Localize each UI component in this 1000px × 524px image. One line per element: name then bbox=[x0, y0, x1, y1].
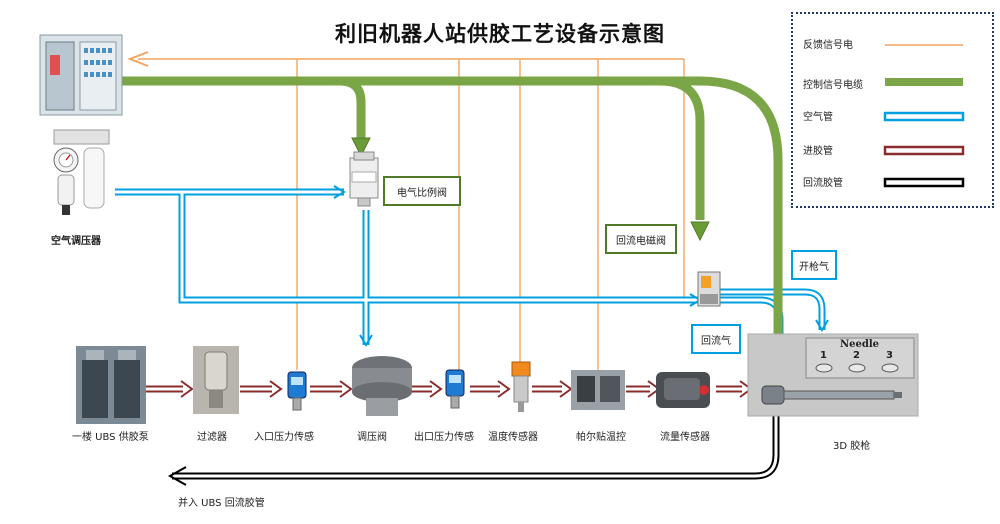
air-regulator-label: 空气调压器 bbox=[51, 236, 101, 247]
return-line-label: 并入 UBS 回流胶管 bbox=[178, 498, 265, 509]
flow-sensor-label: 流量传感器 bbox=[660, 432, 710, 443]
gun-air-label: 开枪气 bbox=[791, 250, 837, 280]
glue-gun-label: 3D 胶枪 bbox=[833, 441, 871, 452]
control-cabinet bbox=[39, 34, 123, 116]
flow-sensor-device bbox=[656, 372, 710, 408]
inlet-sensor-label: 入口压力传感 bbox=[254, 432, 314, 443]
inlet-pressure-sensor-device bbox=[287, 371, 307, 411]
feedback-signal-lines bbox=[138, 58, 685, 370]
legend-label-feedback: 反馈信号电 bbox=[803, 40, 853, 51]
glue-return-line bbox=[167, 410, 780, 486]
air-pipes bbox=[115, 185, 829, 358]
needle-number-3: 3 bbox=[886, 350, 893, 361]
proportional-valve-label: 电气比例阀 bbox=[383, 176, 461, 206]
temp-sensor-label: 温度传感器 bbox=[488, 432, 538, 443]
pressure-regulator-label: 调压阀 bbox=[357, 432, 387, 443]
legend-swatches bbox=[883, 44, 965, 188]
pump-device bbox=[76, 346, 146, 424]
peltier-device bbox=[571, 370, 625, 410]
glue-gun-panel bbox=[747, 333, 919, 417]
pressure-regulator-device bbox=[352, 356, 412, 416]
air-regulator-device bbox=[53, 129, 110, 215]
temperature-sensor-device bbox=[511, 361, 531, 412]
legend-label-air: 空气管 bbox=[803, 112, 833, 123]
diagram-title: 利旧机器人站供胶工艺设备示意图 bbox=[335, 21, 665, 46]
control-cables bbox=[122, 76, 783, 345]
legend-label-control: 控制信号电缆 bbox=[803, 80, 863, 91]
proportional-valve-device bbox=[349, 151, 379, 207]
return-air-label: 回流气 bbox=[691, 324, 741, 354]
return-solenoid-label: 回流电磁阀 bbox=[605, 224, 677, 254]
peltier-label: 帕尔贴温控 bbox=[576, 432, 626, 443]
return-solenoid-device bbox=[697, 271, 721, 307]
feedback-arrow-head bbox=[127, 51, 149, 67]
legend-label-glue-in: 进胶管 bbox=[803, 146, 833, 157]
needle-title: Needle bbox=[840, 339, 880, 350]
legend-swatch-glue-in bbox=[883, 145, 965, 156]
filter-label: 过滤器 bbox=[197, 432, 227, 443]
pump-label: 一楼 UBS 供胶泵 bbox=[72, 432, 149, 443]
filter-device bbox=[193, 346, 239, 414]
outlet-pressure-sensor-device bbox=[445, 369, 465, 409]
legend-label-glue-return: 回流胶管 bbox=[803, 178, 843, 189]
legend-swatch-glue-return bbox=[883, 177, 965, 188]
needle-number-1: 1 bbox=[820, 350, 827, 361]
legend: 反馈信号电 控制信号电缆 空气管 进胶管 回流胶管 bbox=[791, 12, 994, 208]
legend-swatch-air bbox=[883, 111, 965, 122]
needle-number-2: 2 bbox=[853, 350, 860, 361]
glue-inlet-arrows bbox=[146, 380, 753, 398]
outlet-sensor-label: 出口压力传感 bbox=[414, 432, 474, 443]
